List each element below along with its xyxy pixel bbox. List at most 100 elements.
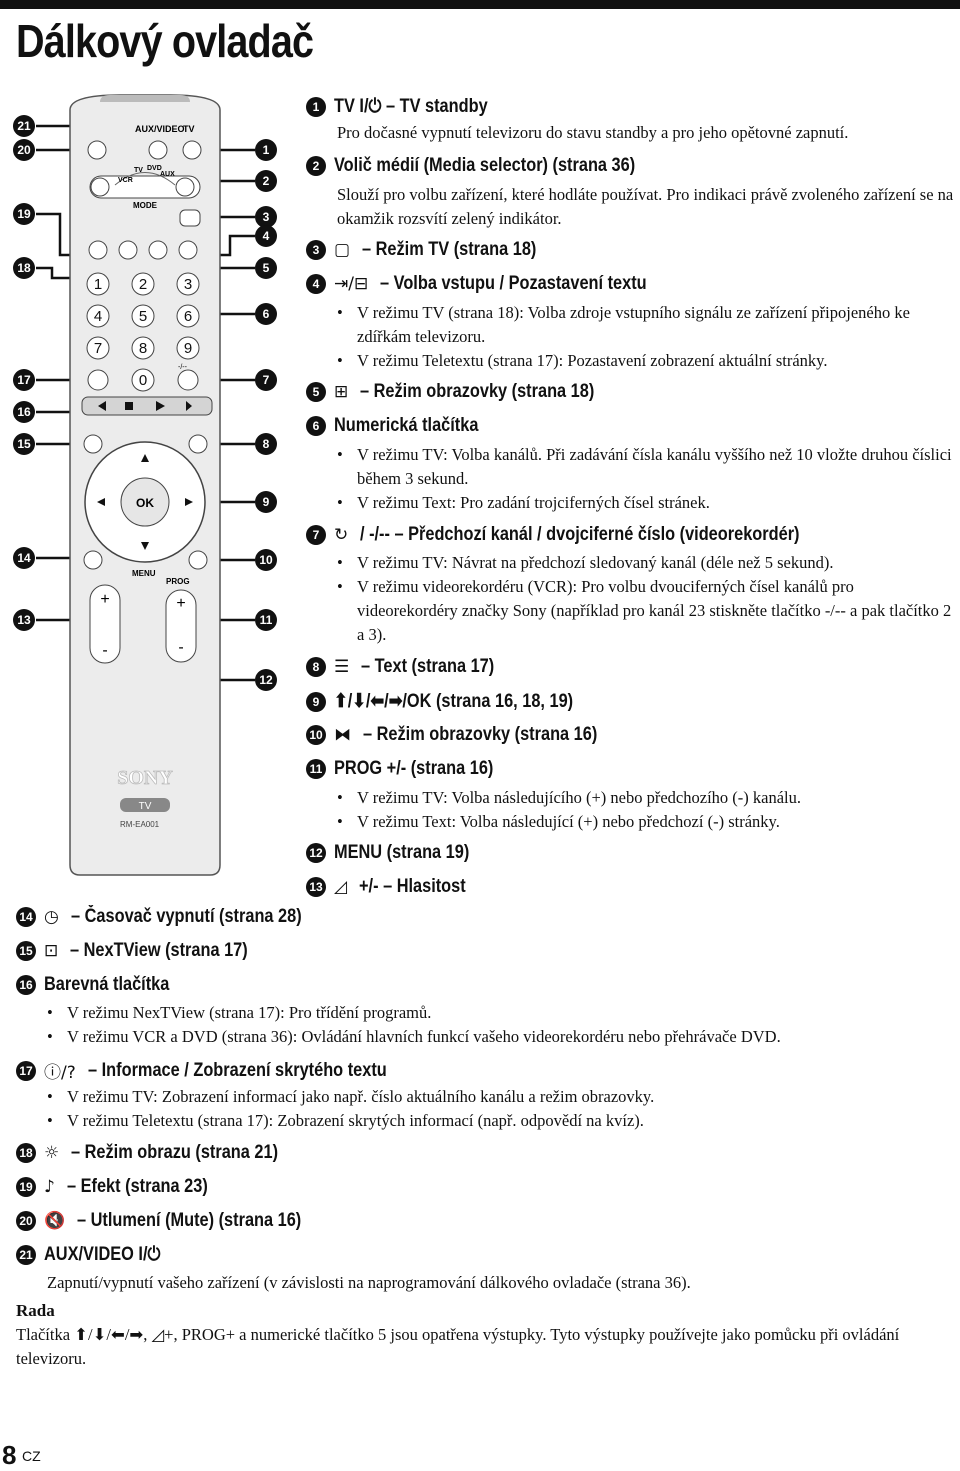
digit-0: 0	[139, 372, 147, 389]
item-heading: – Volba vstupu / Pozastavení textu	[380, 273, 647, 294]
note-text: Tlačítka ⬆/⬇/⬅/➡, ◿+, PROG+ a numerické …	[16, 1325, 900, 1368]
callout-20: 20	[17, 143, 31, 157]
callout-10: 10	[259, 553, 273, 567]
sound-effect-icon: ♪	[44, 1177, 55, 1197]
item-heading: – Režim TV (strana 18)	[362, 239, 537, 260]
item-heading: Volič médií (Media selector) (strana 36)	[334, 155, 636, 176]
item-number: 9	[306, 691, 326, 712]
item-6-bullet-2: V režimu Text: Pro zadání trojciferných …	[337, 491, 952, 515]
ok-label: OK	[136, 496, 154, 510]
menu-label: MENU	[132, 569, 156, 578]
item-number: 2	[306, 156, 326, 176]
prog-minus: -	[178, 639, 183, 656]
tv-mode-icon: ▢	[334, 240, 351, 260]
item-number: 15	[16, 941, 36, 961]
info-icon: ⓘ/?	[44, 1063, 76, 1083]
item-heading: – Časovač vypnutí (strana 28)	[70, 906, 302, 927]
item-number: 19	[16, 1177, 36, 1197]
item-5: 5 ⊞ – Režim obrazovky (strana 18)	[306, 381, 633, 403]
volume-icon: ◿	[334, 877, 348, 897]
item-3: 3 ▢ – Režim TV (strana 18)	[306, 239, 565, 261]
item-17-bullet-2: V režimu Teletextu (strana 17): Zobrazen…	[47, 1109, 952, 1133]
callout-1: 1	[263, 143, 270, 157]
item-heading: – Režim obrazovky (strana 18)	[360, 381, 595, 402]
callout-17: 17	[17, 373, 31, 387]
digit-8: 8	[139, 340, 147, 357]
digit-6: 6	[184, 308, 192, 325]
item-17: 17 ⓘ/? – Informace / Zobrazení skrytého …	[16, 1058, 435, 1083]
tv-power-label: TV	[183, 124, 195, 134]
item-20: 20 🔇 – Utlumení (Mute) (strana 16)	[16, 1210, 338, 1232]
item-2-desc: Slouží pro volbu zařízení, které hodláte…	[337, 185, 954, 228]
item-heading: ⬆/⬇/⬅/➡/OK (strana 16, 18, 19)	[334, 691, 574, 712]
callout-11: 11	[260, 613, 273, 627]
item-17-bullet-1: V režimu TV: Zobrazení informací jako na…	[47, 1085, 952, 1109]
brand-logo: SONY	[117, 767, 173, 789]
item-10: 10 ⧓ – Režim obrazovky (strana 16)	[306, 724, 635, 746]
item-1-desc: Pro dočasné vypnutí televizoru do stavu …	[337, 123, 849, 142]
screen-mode-icon: ⊞	[334, 382, 349, 402]
item-heading: Barevná tlačítka	[44, 974, 170, 995]
item-number: 10	[306, 725, 326, 745]
item-9: 9 ⬆/⬇/⬅/➡/OK (strana 16, 18, 19)	[306, 690, 612, 713]
item-number: 16	[16, 975, 36, 995]
item-heading: PROG +/- (strana 16)	[334, 758, 494, 779]
digit-4: 4	[94, 308, 102, 325]
vcr-label: VCR	[118, 177, 133, 184]
item-heading: Numerická tlačítka	[334, 415, 479, 436]
text-icon: ☰	[334, 657, 350, 677]
item-21: 21 AUX/VIDEO I/⏻	[16, 1244, 179, 1266]
callout-3: 3	[263, 210, 270, 224]
item-8: 8 ☰ – Text (strana 17)	[306, 656, 516, 678]
item-14: 14 ◷ – Časovač vypnutí (strana 28)	[16, 906, 339, 928]
item-7: 7 ↻ / -/-- – Předchozí kanál / dvojcifer…	[306, 524, 871, 546]
digit-7: 7	[94, 340, 102, 357]
item-heading: / -/-- – Předchozí kanál / dvojciferné č…	[360, 524, 800, 545]
item-11-bullet-1: V režimu TV: Volba následujícího (+) neb…	[337, 786, 952, 810]
item-heading: – NexTView (strana 17)	[70, 940, 248, 961]
item-heading: – Efekt (strana 23)	[66, 1176, 208, 1197]
page-title: Dálkový ovladač	[16, 15, 314, 67]
top-rule	[0, 0, 960, 9]
mode-label: MODE	[133, 201, 158, 210]
item-4-bullet-2: V režimu Teletextu (strana 17): Pozastav…	[337, 349, 947, 373]
item-heading: MENU (strana 19)	[334, 842, 470, 863]
aux-video-label: AUX/VIDEO	[135, 124, 185, 134]
dvd-label: DVD	[147, 165, 162, 172]
item-16-bullet-2: V režimu VCR a DVD (strana 36): Ovládání…	[47, 1025, 952, 1049]
model-label: RM-EA001	[120, 820, 160, 829]
item-16-bullet-1: V režimu NexTView (strana 17): Pro třídě…	[47, 1001, 952, 1025]
callout-2: 2	[263, 174, 270, 188]
prog-label: PROG	[166, 577, 190, 586]
callout-6: 6	[263, 307, 270, 321]
item-18: 18 ☼ – Režim obrazu (strana 21)	[16, 1142, 312, 1164]
callout-14: 14	[17, 551, 31, 565]
callout-16: 16	[17, 405, 31, 419]
item-11-bullet-2: V režimu Text: Volba následující (+) neb…	[337, 810, 952, 834]
item-number: 5	[306, 382, 326, 402]
item-heading: – Utlumení (Mute) (strana 16)	[77, 1210, 302, 1231]
item-1: 1 TV I/⏻ – TV standby	[306, 96, 513, 118]
callout-9: 9	[263, 495, 270, 509]
dash-label: -/--	[178, 364, 188, 371]
digit-2: 2	[139, 276, 147, 293]
item-4: 4 ⇥/⊟ – Volba vstupu / Pozastavení textu	[306, 273, 690, 295]
item-7-bullet-2: V režimu videorekordéru (VCR): Pro volbu…	[337, 575, 952, 647]
previous-channel-icon: ↻	[334, 525, 349, 545]
item-number: 7	[306, 525, 326, 545]
item-number: 18	[16, 1143, 36, 1163]
item-heading: – Text (strana 17)	[361, 656, 495, 677]
callout-5: 5	[263, 261, 270, 275]
item-heading: AUX/VIDEO I/⏻	[44, 1244, 161, 1265]
item-11: 11 PROG +/- (strana 16)	[306, 758, 519, 780]
picture-mode-icon: ☼	[44, 1143, 60, 1163]
callout-21: 21	[17, 119, 31, 133]
item-heading: TV I/⏻ – TV standby	[334, 96, 488, 117]
note-heading: Rada	[16, 1301, 55, 1320]
item-6-bullet-1: V režimu TV: Volba kanálů. Při zadávání …	[337, 443, 952, 491]
callout-12: 12	[259, 673, 273, 687]
item-21-desc: Zapnutí/vypnutí vašeho zařízení (v závis…	[47, 1273, 691, 1292]
callout-13: 13	[17, 613, 31, 627]
item-16: 16 Barevná tlačítka	[16, 974, 190, 996]
callout-18: 18	[17, 261, 31, 275]
